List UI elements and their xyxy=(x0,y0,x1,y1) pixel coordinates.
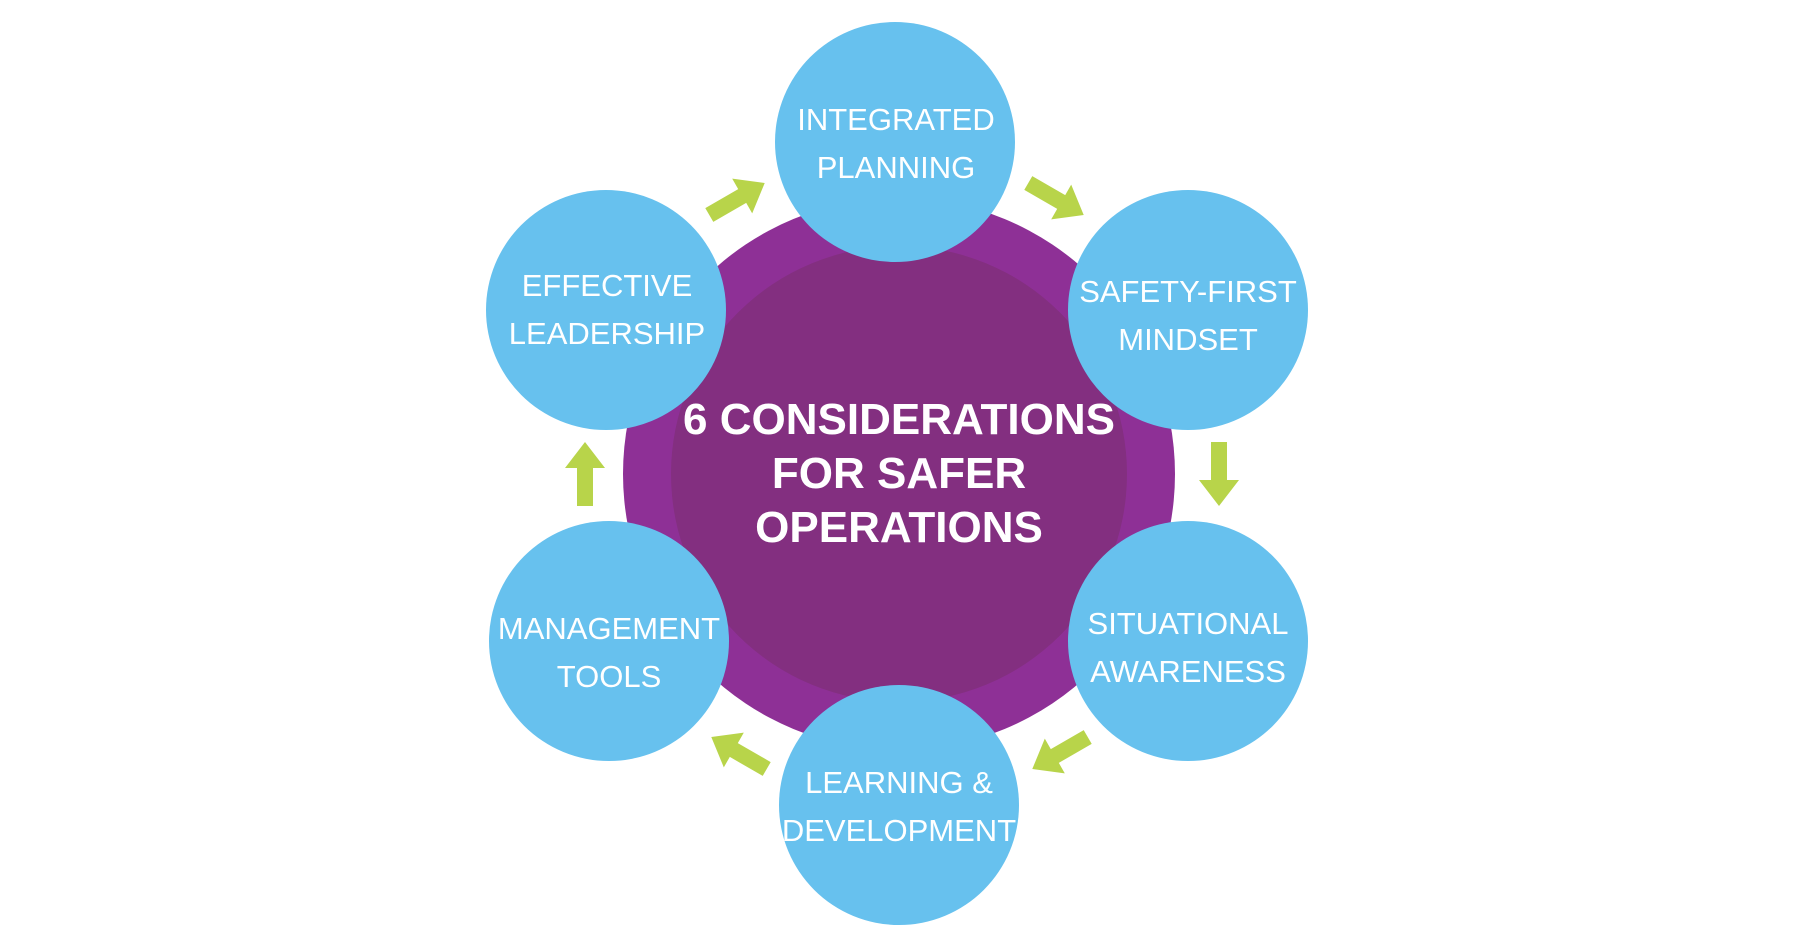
label-line: SITUATIONAL xyxy=(1087,606,1289,641)
label-line: PLANNING xyxy=(816,150,976,185)
title-line: OPERATIONS xyxy=(755,503,1043,552)
arrow-icon xyxy=(711,732,771,776)
label-line: DEVELOPMENT xyxy=(781,813,1017,848)
label-line: TOOLS xyxy=(556,659,662,694)
arrow-icon xyxy=(1032,730,1092,774)
node-circle-safety-first-mindset xyxy=(1068,190,1308,430)
label-line: MANAGEMENT xyxy=(497,611,721,646)
node-circle-integrated-planning xyxy=(775,22,1015,262)
title-line: 6 CONSIDERATIONS xyxy=(683,395,1115,444)
node-circle-management-tools xyxy=(489,521,729,761)
node-circle-situational-awareness xyxy=(1068,521,1308,761)
label-line: SAFETY-FIRST xyxy=(1079,274,1297,309)
label-line: LEARNING & xyxy=(805,765,993,800)
node-circle-learning-development xyxy=(779,685,1019,925)
arrow-icon xyxy=(565,442,605,506)
diagram-title: 6 CONSIDERATIONS FOR SAFER OPERATIONS xyxy=(659,393,1139,555)
node-label-safety-first-mindset: SAFETY-FIRST MINDSET xyxy=(1068,268,1308,364)
label-line: AWARENESS xyxy=(1090,654,1286,689)
label-line: EFFECTIVE xyxy=(521,268,693,303)
arrow-icon xyxy=(705,178,765,222)
node-label-management-tools: MANAGEMENT TOOLS xyxy=(489,605,729,701)
node-label-integrated-planning: INTEGRATED PLANNING xyxy=(776,96,1016,192)
label-line: INTEGRATED xyxy=(797,102,995,137)
hub-inner xyxy=(671,246,1127,702)
arrow-icon xyxy=(1199,442,1239,506)
node-label-effective-leadership: EFFECTIVE LEADERSHIP xyxy=(487,262,727,358)
node-label-learning-development: LEARNING & DEVELOPMENT xyxy=(779,759,1019,855)
arrow-icon xyxy=(1024,176,1084,220)
label-line: LEADERSHIP xyxy=(508,316,706,351)
node-circle-effective-leadership xyxy=(486,190,726,430)
node-label-situational-awareness: SITUATIONAL AWARENESS xyxy=(1068,600,1308,696)
title-line: FOR SAFER xyxy=(771,449,1027,498)
label-line: MINDSET xyxy=(1118,322,1258,357)
